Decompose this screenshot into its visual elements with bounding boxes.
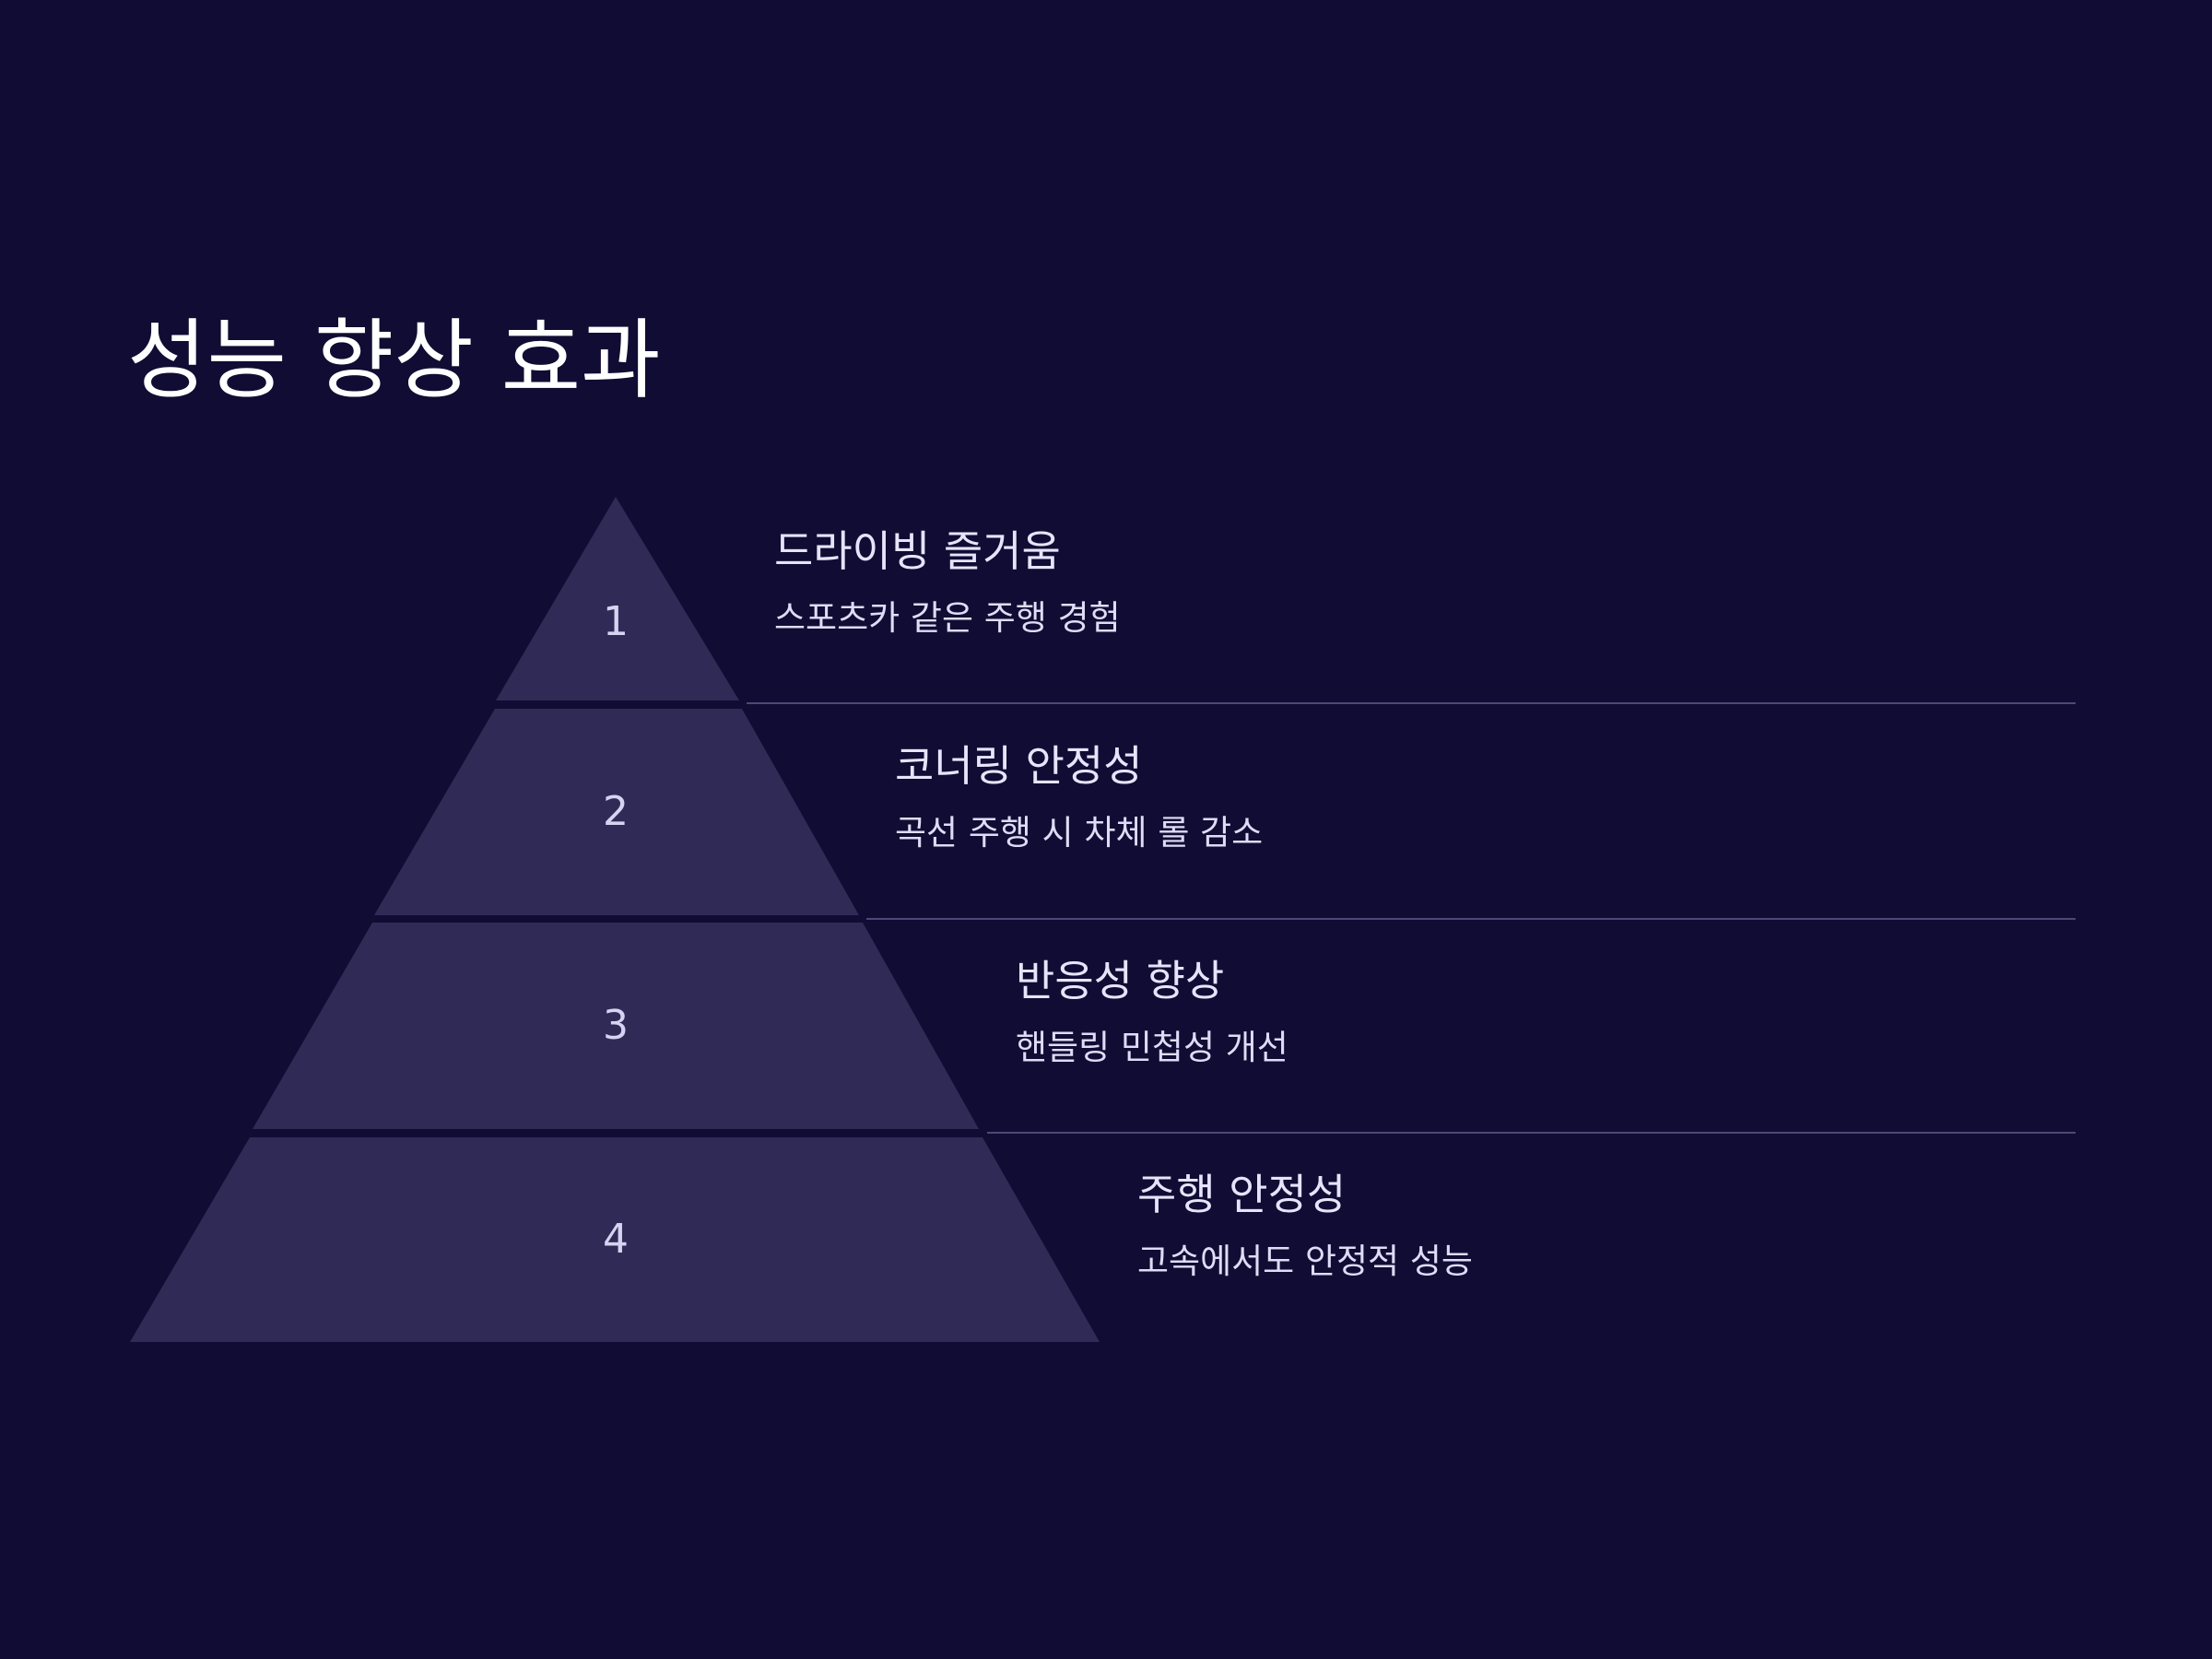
tier-label-1: 드라이빙 즐거움 스포츠카 같은 주행 경험 [774, 525, 1121, 640]
tier-heading: 반응성 향상 [1016, 956, 1225, 1006]
tier-number-1: 1 [603, 598, 629, 645]
tier-label-3: 반응성 향상 핸들링 민첩성 개선 [1016, 955, 1288, 1069]
tier-label-4: 주행 안정성 고속에서도 안정적 성능 [1137, 1169, 1473, 1283]
pyramid-tier-3 [253, 923, 979, 1129]
tier-number-4: 4 [603, 1216, 629, 1263]
tier-number-2: 2 [603, 788, 629, 835]
pyramid-tier-1 [496, 497, 739, 700]
slide-title: 성능 향상 효과 [127, 311, 661, 411]
tier-number-3: 3 [603, 1002, 629, 1049]
tier-description: 핸들링 민첩성 개선 [1016, 1027, 1288, 1067]
tier-description: 고속에서도 안정적 성능 [1137, 1241, 1473, 1281]
tier-description: 스포츠카 같은 주행 경험 [774, 597, 1121, 638]
pyramid-tier-2 [374, 709, 859, 915]
tier-heading: 주행 안정성 [1137, 1170, 1347, 1219]
tier-description: 곡선 주행 시 차체 롤 감소 [895, 812, 1264, 853]
tier-label-2: 코너링 안정성 곡선 주행 시 차체 롤 감소 [895, 740, 1263, 854]
tier-heading: 코너링 안정성 [895, 741, 1143, 791]
tier-heading: 드라이빙 즐거움 [774, 526, 1061, 576]
pyramid-tier-4 [130, 1137, 1100, 1342]
